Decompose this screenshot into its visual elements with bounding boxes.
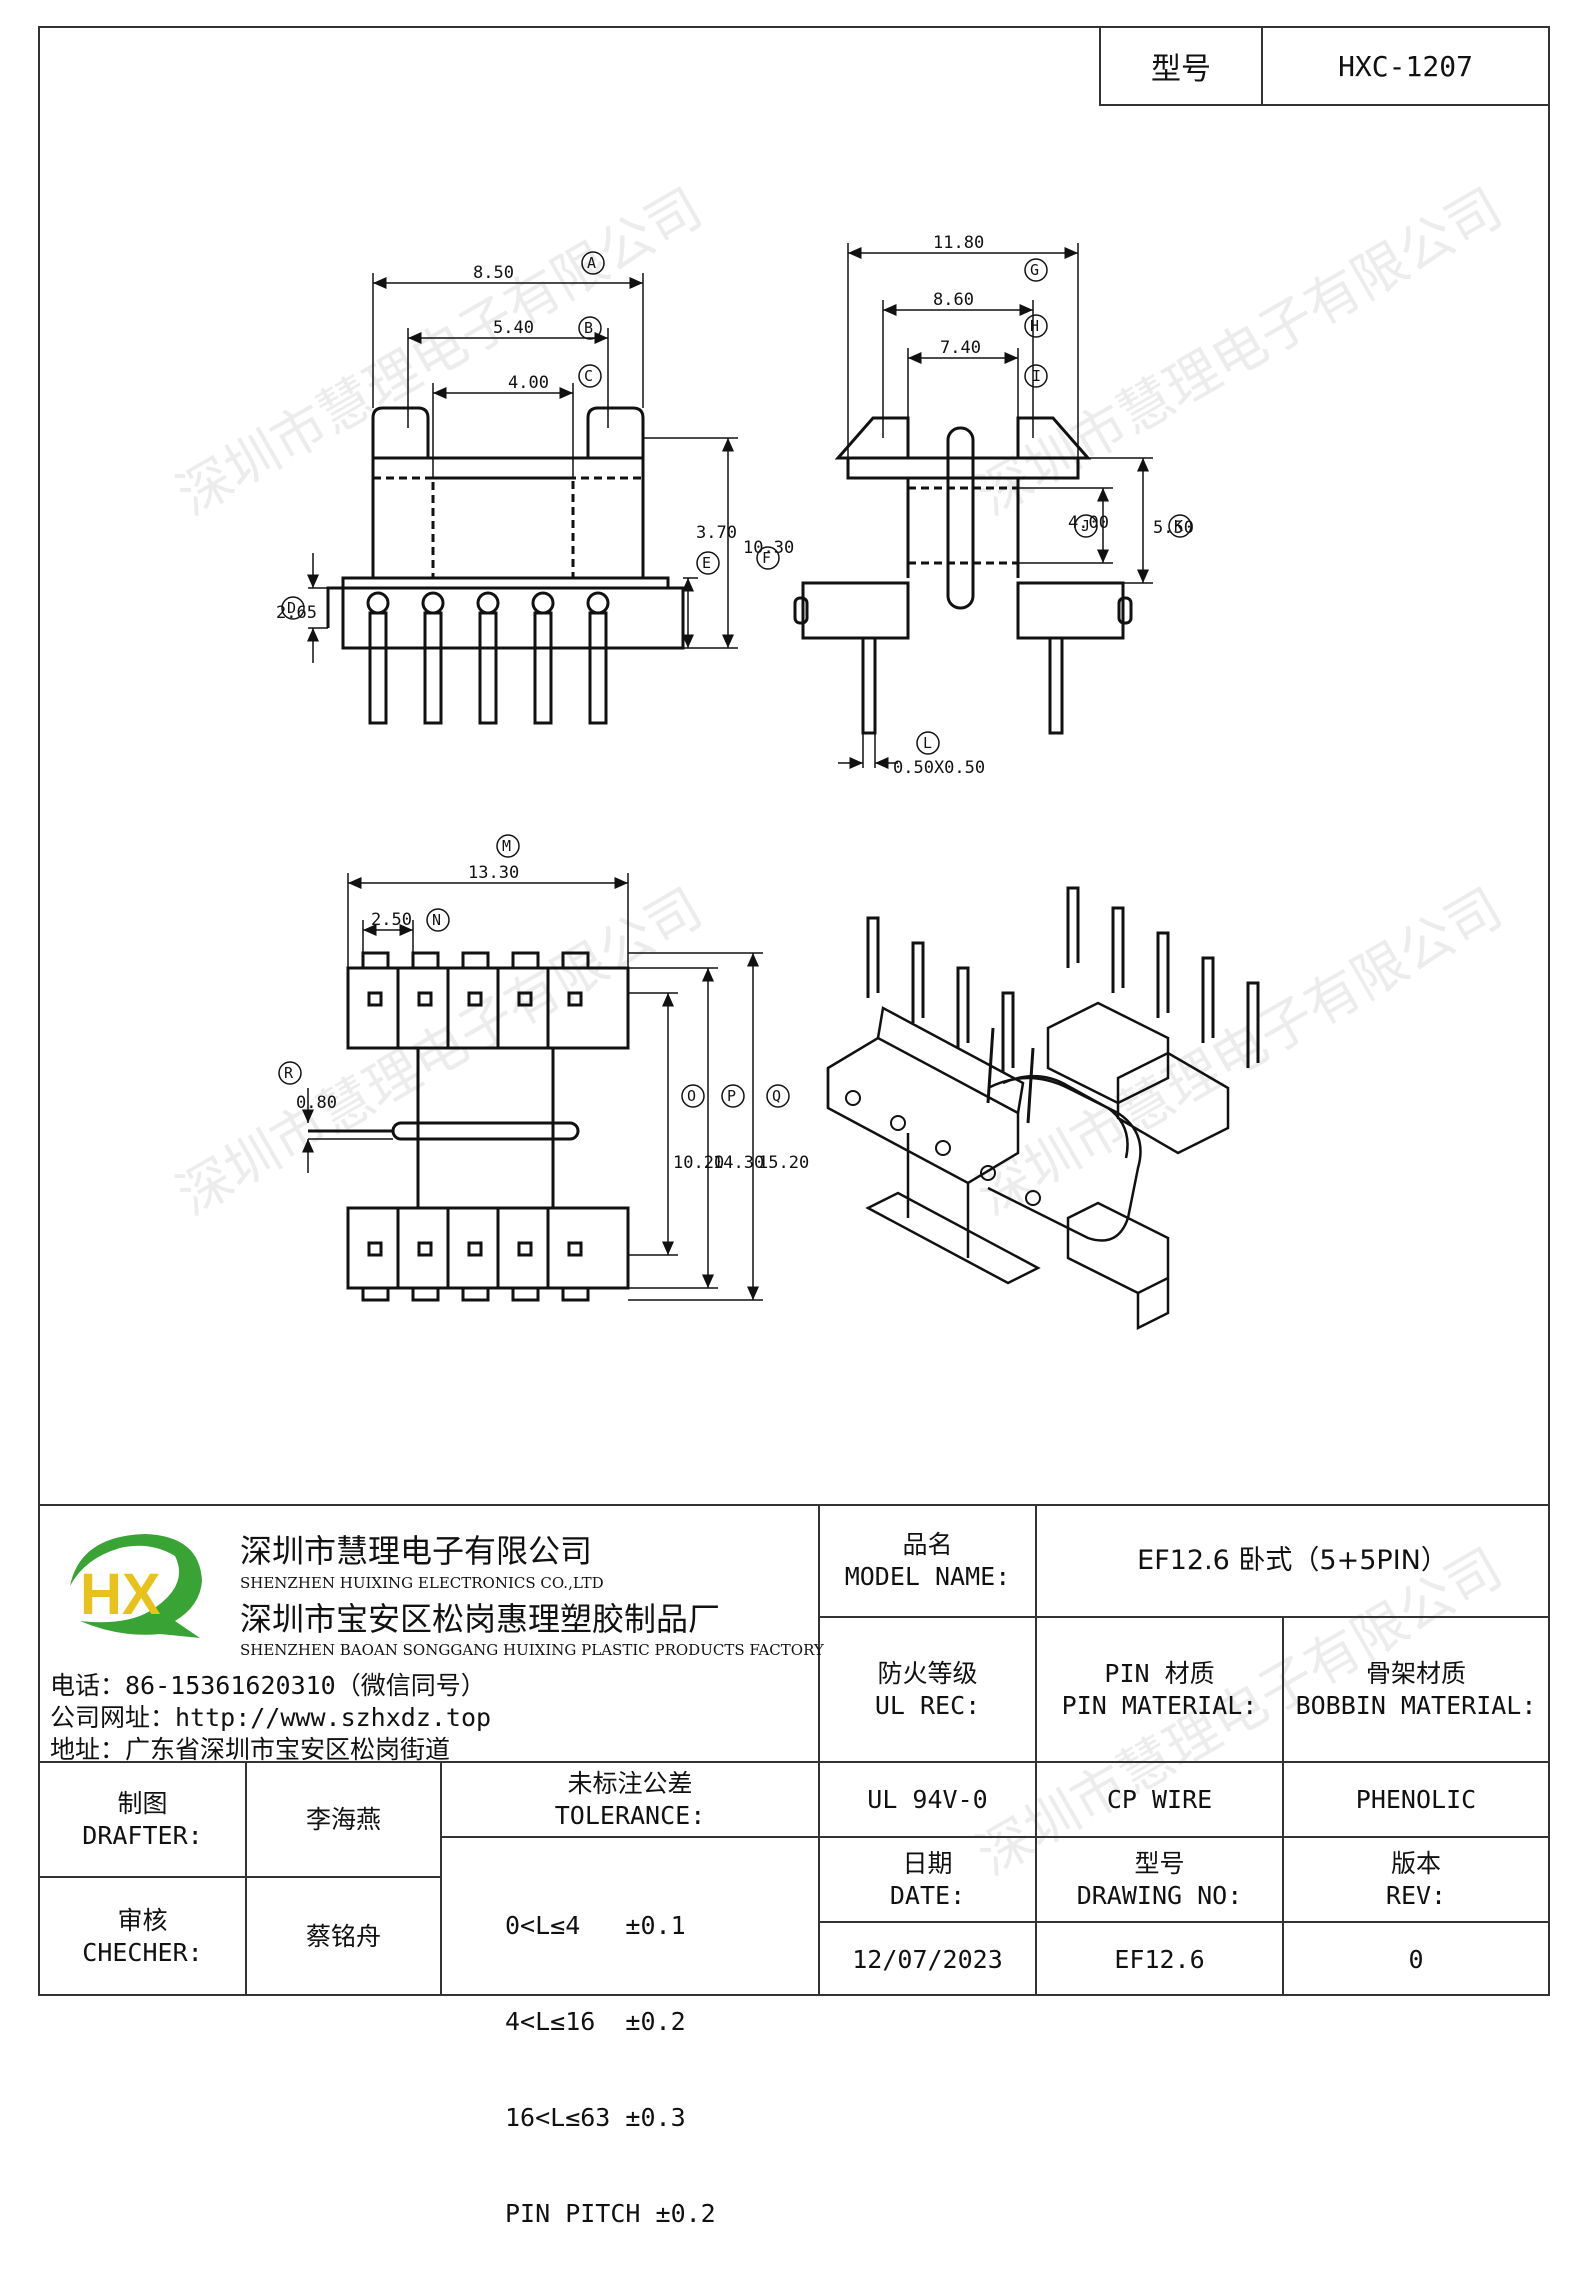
factory-name-en: SHENZHEN BAOAN SONGGANG HUIXING PLASTIC … <box>240 1641 824 1659</box>
title-block: HX 深圳市慧理电子有限公司 SHENZHEN HUIXING ELECTRON… <box>40 1504 1548 2228</box>
svg-text:D: D <box>287 599 296 617</box>
dim-value: 8.50 <box>473 263 514 283</box>
svg-text:K: K <box>1174 517 1183 535</box>
dim-value: 7.40 <box>940 338 981 358</box>
bobbin-material-value: PHENOLIC <box>1355 1784 1477 1814</box>
rev-value: 0 <box>1408 1944 1424 1974</box>
dim-value: 11.80 <box>933 233 984 253</box>
company-phone: 电话：86-15361620310（微信同号） <box>50 1671 486 1700</box>
factory-name-cn: 深圳市宝安区松岗惠理塑胶制品厂 <box>240 1600 721 1638</box>
dim-value: 10.30 <box>743 538 794 558</box>
ul-rec-value: UL 94V-0 <box>867 1784 988 1814</box>
tolerance-line: 0<L≤4 ±0.1 <box>505 1911 686 1940</box>
svg-text:Q: Q <box>772 1087 781 1105</box>
drafter-value: 李海燕 <box>305 1804 381 1834</box>
tolerance-list: 0<L≤4 ±0.1 4<L≤16 ±0.2 16<L≤63 ±0.3 PIN … <box>505 1846 716 2294</box>
dim-value: 3.70 <box>696 523 737 543</box>
svg-text:O: O <box>687 1087 696 1105</box>
isometric-view <box>826 886 1260 1331</box>
company-logo: HX <box>70 1534 202 1638</box>
technical-drawing: 8.50 5.40 4.00 10.30 3.70 2.65 A B C E F… <box>276 233 1260 1331</box>
svg-text:M: M <box>502 837 511 855</box>
dim-value: 14.30 <box>713 1153 764 1173</box>
svg-text:L: L <box>923 734 932 752</box>
svg-text:N: N <box>432 911 441 929</box>
model-value: HXC-1207 <box>1338 49 1473 83</box>
date-value: 12/07/2023 <box>852 1944 1003 1974</box>
svg-text:C: C <box>584 367 593 385</box>
company-name-cn: 深圳市慧理电子有限公司 <box>240 1532 593 1570</box>
pin-material-value: CP WIRE <box>1106 1784 1213 1814</box>
tolerance-line: PIN PITCH ±0.2 <box>505 2199 716 2228</box>
dim-value: 2.65 <box>276 603 317 623</box>
checker-value: 蔡铭舟 <box>305 1922 381 1951</box>
header-box: 型号 HXC-1207 <box>1099 28 1548 106</box>
drawing-frame: 深圳市慧理电子有限公司 深圳市慧理电子有限公司 深圳市慧理电子有限公司 深圳市慧… <box>38 26 1550 2228</box>
dim-value: 4.00 <box>508 373 549 393</box>
dim-value: 0.80 <box>296 1093 337 1113</box>
logo-text: HX <box>80 1562 161 1627</box>
dim-value: 13.30 <box>468 863 519 883</box>
svg-text:P: P <box>727 1087 736 1105</box>
svg-text:F: F <box>762 549 771 567</box>
svg-text:B: B <box>584 319 593 337</box>
dim-value: 5.40 <box>493 318 534 338</box>
company-website: 公司网址：http://www.szhxdz.top <box>50 1703 492 1732</box>
svg-text:G: G <box>1030 261 1039 279</box>
drawing-no-value: EF12.6 <box>1114 1944 1205 1974</box>
svg-text:J: J <box>1081 517 1090 535</box>
dim-value: 5.50 <box>1153 518 1194 538</box>
tolerance-line: 4<L≤16 ±0.2 <box>505 2007 686 2036</box>
company-address: 地址：广东省深圳市宝安区松岗街道 <box>50 1735 451 1764</box>
company-name-en: SHENZHEN HUIXING ELECTRONICS CO.,LTD <box>240 1574 604 1592</box>
dim-value: 0.50X0.50 <box>893 758 985 778</box>
dim-value: 8.60 <box>933 290 974 310</box>
top-view: 13.30 2.50 10.20 14.30 15.20 0.80 M N O … <box>278 834 809 1302</box>
tolerance-line: 16<L≤63 ±0.3 <box>505 2103 686 2132</box>
svg-text:R: R <box>284 1064 294 1082</box>
front-view: 8.50 5.40 4.00 10.30 3.70 2.65 A B C E F… <box>276 251 794 725</box>
side-view: 11.80 8.60 7.40 4.00 5.50 0.50X0.50 G H … <box>793 233 1194 778</box>
svg-text:I: I <box>1032 367 1041 385</box>
svg-text:A: A <box>587 254 596 272</box>
svg-text:E: E <box>702 554 711 572</box>
svg-text:H: H <box>1030 317 1039 335</box>
dim-value: 15.20 <box>758 1153 809 1173</box>
model-label: 型号 <box>1101 28 1263 104</box>
dim-value: 2.50 <box>371 910 412 930</box>
model-name-value: EF12.6 卧式（5+5PIN） <box>1137 1545 1448 1576</box>
dim-value: 10.20 <box>673 1153 724 1173</box>
